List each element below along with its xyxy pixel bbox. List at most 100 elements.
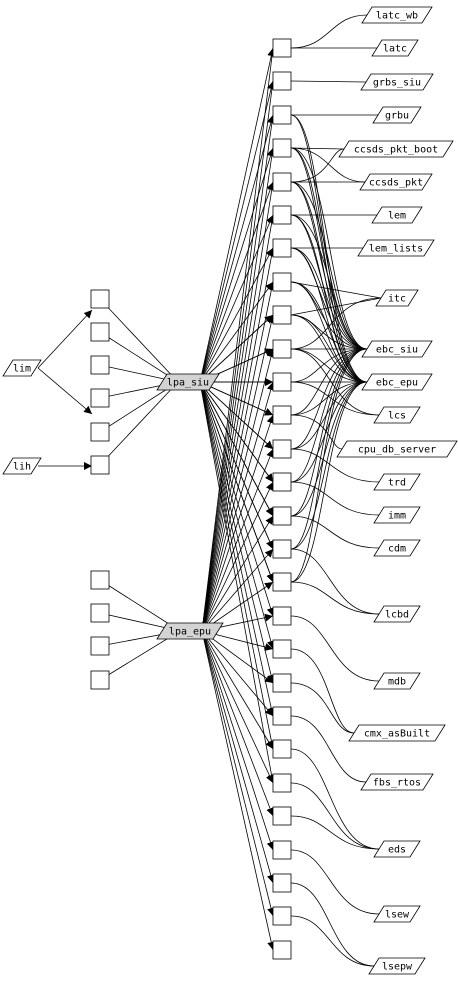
edge-epu-box [201, 381, 275, 632]
edge-ebc-siu [290, 114, 368, 350]
node-lcs: lcs [373, 406, 421, 424]
module-box [272, 38, 292, 58]
module-box [272, 606, 292, 626]
node-lsew: lsew [373, 905, 421, 923]
edge-siu-box [199, 247, 274, 383]
node-latc: latc [371, 39, 419, 57]
node-mdb: mdb [373, 672, 421, 690]
edge-epu-box [201, 630, 274, 817]
node-lem: lem [371, 206, 423, 224]
module-box [272, 272, 292, 292]
edge-left-hub [99, 381, 179, 466]
module-box [272, 472, 292, 492]
node-grbu-label: grbu [385, 111, 409, 122]
module-box [272, 405, 292, 425]
node-eds-label: eds [388, 845, 406, 856]
edge-siu-box [199, 214, 274, 383]
edge-epu-box [201, 515, 274, 632]
edge-box-label [290, 748, 380, 850]
module-box [90, 289, 110, 309]
node-lcs-label: lcs [388, 411, 406, 422]
edge-epu-box [201, 348, 275, 632]
edge-box-label [290, 147, 366, 183]
edge-siu-box [199, 381, 275, 650]
node-lsepw-label: lsepw [382, 962, 413, 973]
module-box [90, 455, 110, 475]
module-box [272, 806, 292, 826]
edge-box-label [290, 147, 345, 150]
node-lem-lists-label: lem_lists [369, 244, 423, 255]
edge-ebc-siu [290, 348, 368, 416]
edge-ebc-epu [290, 247, 368, 383]
module-box [90, 388, 110, 408]
node-cdm: cdm [373, 539, 421, 557]
edge-ebc-epu [290, 381, 368, 550]
edge-epu-box [201, 414, 275, 632]
edge-epu-box [201, 448, 274, 632]
node-ccsds-pkt-boot: ccsds_pkt_boot [338, 140, 454, 158]
module-box [272, 71, 292, 91]
module-box [90, 322, 110, 342]
module-box [272, 238, 292, 258]
node-imm-label: imm [388, 511, 406, 522]
node-lim: lim [2, 359, 42, 377]
module-box [272, 372, 292, 392]
edge-box-label [290, 581, 380, 615]
node-itc: itc [375, 289, 419, 307]
edge-box-label [290, 849, 380, 915]
edge-ebc-epu [290, 348, 368, 383]
edge-epu-box [201, 630, 274, 684]
edge-ebc-epu [290, 181, 368, 383]
node-fbs-rtos: fbs_rtos [360, 773, 434, 791]
edge-siu-box [199, 281, 274, 383]
node-lpa-siu-label: lpa_siu [167, 378, 209, 389]
node-lih-label: lih [13, 462, 31, 473]
module-box [272, 339, 292, 359]
node-lsew-label: lsew [385, 910, 410, 921]
edge-siu-box [199, 381, 276, 684]
edge-ebc-epu [290, 314, 368, 383]
edge-epu-box [201, 630, 275, 917]
node-ebc-siu: ebc_siu [361, 340, 433, 358]
edge-left-hub [99, 579, 181, 632]
edge-epu-box [201, 147, 276, 632]
edge-epu-box [201, 181, 276, 632]
module-box [272, 138, 292, 158]
module-box [90, 570, 110, 590]
module-box [90, 636, 110, 656]
edge-siu-box [199, 381, 274, 450]
module-box [272, 739, 292, 759]
node-lim-label: lim [13, 364, 31, 375]
edge-box-label [290, 281, 382, 299]
edge-box-label [290, 147, 368, 350]
edge-box-label [290, 615, 380, 682]
edge-ebc-epu [290, 147, 368, 383]
edge-box-label [290, 297, 382, 350]
node-ccsds-pkt-label: ccsds_pkt [369, 178, 423, 189]
node-lih: lih [2, 457, 42, 475]
edge-epu-box [201, 214, 276, 632]
node-lem-lists: lem_lists [357, 239, 435, 257]
edge-epu-box [201, 630, 275, 851]
edge-epu-box [201, 80, 276, 632]
node-ebc-siu-label: ebc_siu [376, 345, 418, 356]
edge-ebc-siu [290, 348, 368, 583]
edge-siu-box [199, 47, 276, 383]
edge-siu-box [199, 381, 276, 784]
node-ccsds-pkt: ccsds_pkt [359, 173, 433, 191]
edge-siu-box [199, 381, 276, 717]
node-grbs-siu-label: grbs_siu [373, 78, 421, 89]
edge-box-label [290, 915, 375, 967]
edge-ebc-epu [290, 114, 368, 383]
edge-box-label [290, 181, 368, 350]
node-itc-label: itc [388, 294, 406, 305]
node-latc-label: latc [383, 44, 407, 55]
node-lpa-epu: lpa_epu [156, 622, 224, 640]
edge-siu-box [199, 381, 274, 550]
edge-ebc-epu [290, 381, 368, 450]
edge-epu-box [201, 630, 274, 750]
module-box [90, 355, 110, 375]
edge-ebc-siu [290, 348, 368, 383]
